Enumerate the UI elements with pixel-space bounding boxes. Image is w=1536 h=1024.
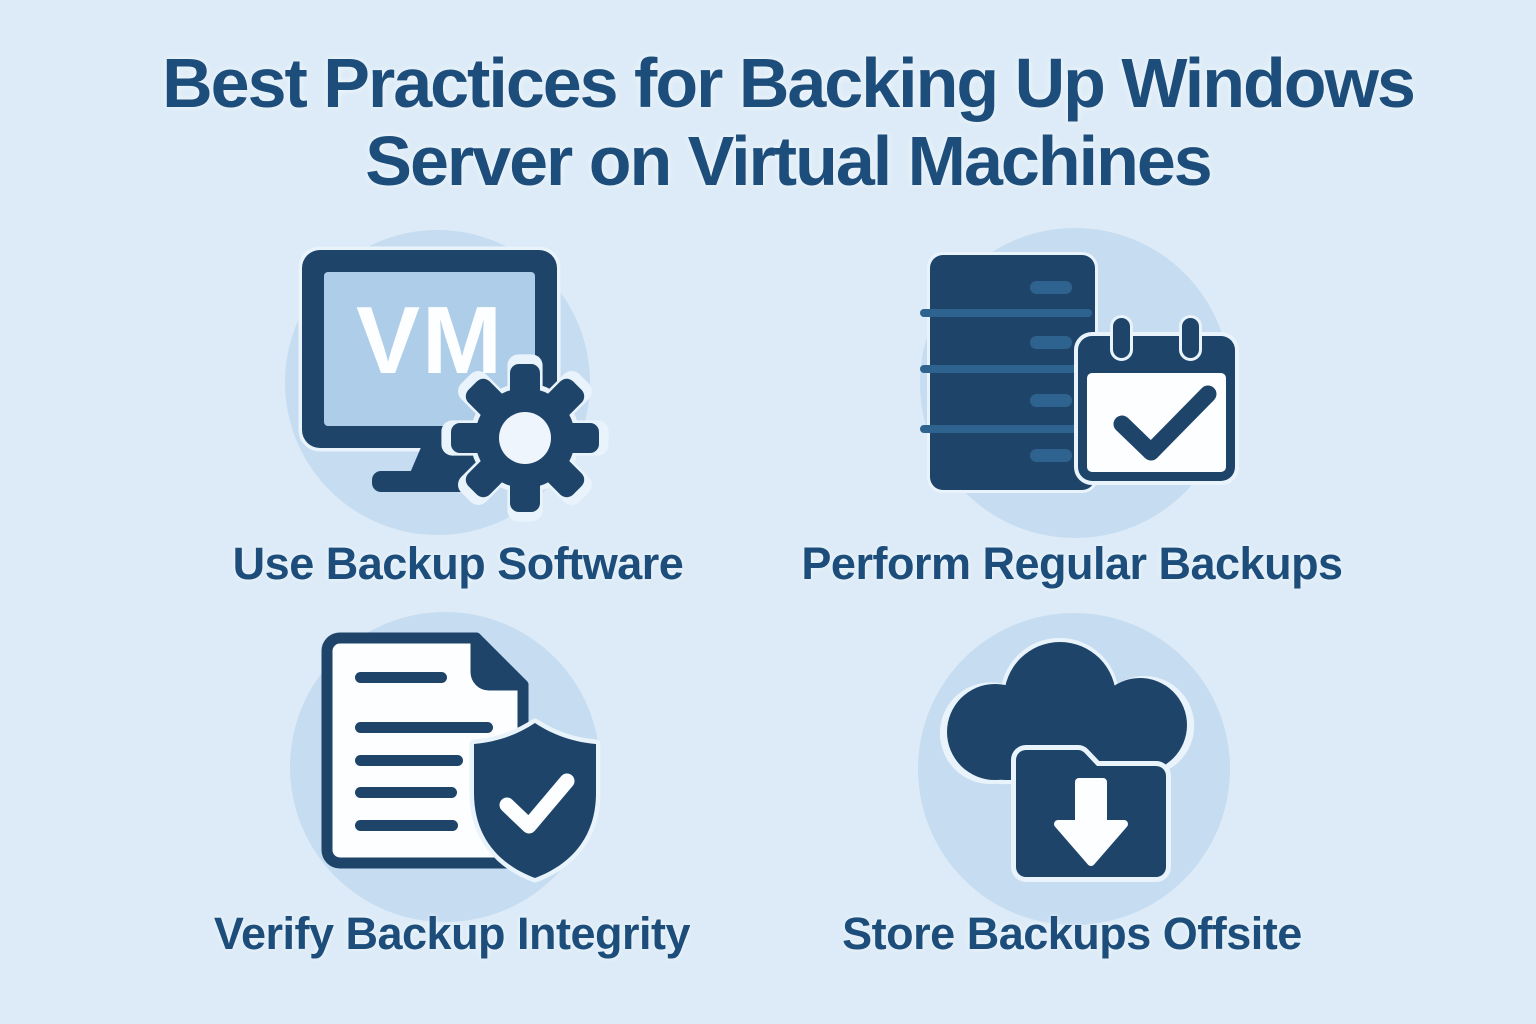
folder-download-icon (1011, 745, 1171, 882)
cloud-folder-download-icon (939, 637, 1195, 882)
server-calendar-check-icon (920, 252, 1239, 493)
caption-verify-backup-integrity: Verify Backup Integrity (213, 908, 691, 959)
gear-icon (441, 354, 609, 522)
vm-monitor-gear-icon: VM (298, 246, 609, 522)
shield-check-icon (469, 718, 601, 883)
server-icon (920, 252, 1098, 493)
document-shield-check-icon (321, 632, 601, 883)
download-arrow (1054, 778, 1128, 866)
folded-corner (470, 632, 529, 691)
checkmark (499, 773, 575, 834)
calendar-check-icon (1074, 315, 1239, 485)
checkmark (1113, 385, 1217, 461)
page-title-line2: Server on Virtual Machines (365, 122, 1212, 201)
page-title-line1: Best Practices for Backing Up Windows (162, 44, 1416, 122)
caption-store-backups-offsite: Store Backups Offsite (842, 908, 1302, 959)
caption-perform-regular-backups: Perform Regular Backups (801, 538, 1343, 589)
caption-use-backup-software: Use Backup Software (232, 538, 684, 589)
page-title: Best Practices for Backing Up Windows Se… (40, 44, 1536, 201)
